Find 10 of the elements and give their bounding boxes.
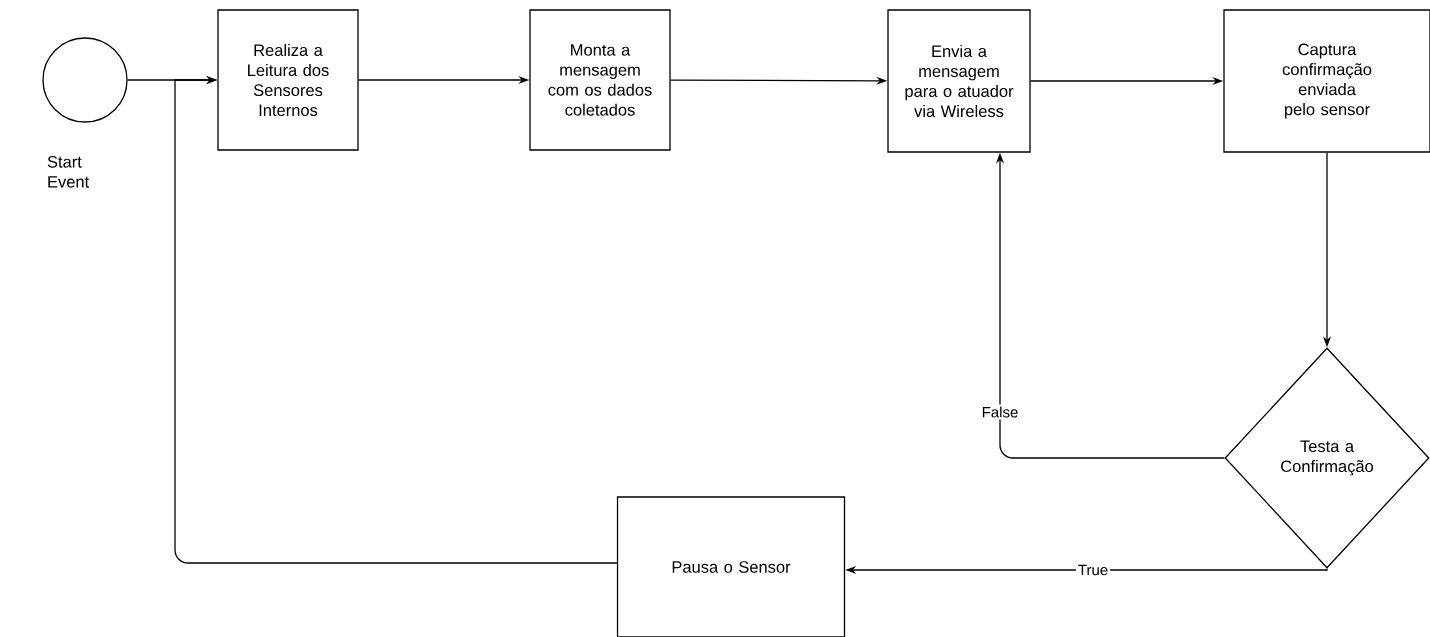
edge-label: True [1075, 562, 1111, 578]
process-box: Captura confirmação enviada pelo sensor [1223, 9, 1430, 153]
process-box: Monta a mensagem com os dados coletados [529, 9, 671, 151]
edge-label: False [979, 404, 1021, 420]
event-label: Start Event [47, 155, 90, 188]
arrow [174, 75, 618, 564]
start-event-circle [42, 37, 128, 123]
process-box: Realiza a Leitura dos Sensores Internos [217, 9, 359, 151]
process-box: Envia a mensagem para o atuador via Wireless [887, 9, 1031, 153]
process-box: Pausa o Sensor [616, 496, 846, 637]
